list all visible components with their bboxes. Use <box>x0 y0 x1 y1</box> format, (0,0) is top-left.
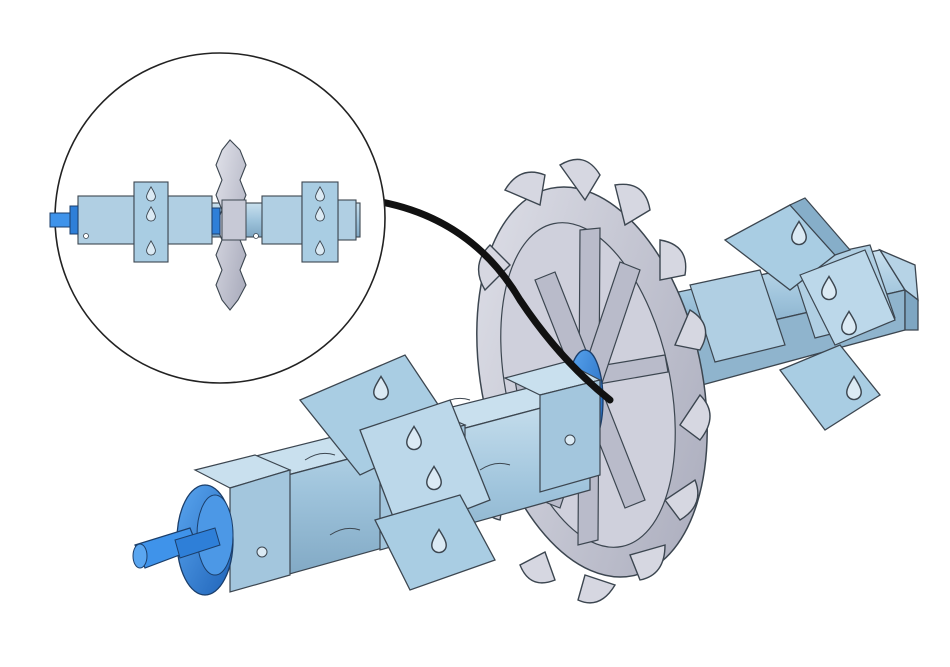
end-bushing <box>133 485 233 595</box>
detail-inset <box>50 53 385 383</box>
inset-clip-right <box>302 182 338 262</box>
inset-clip-left <box>134 182 168 262</box>
inset-center-bushing <box>212 208 220 234</box>
